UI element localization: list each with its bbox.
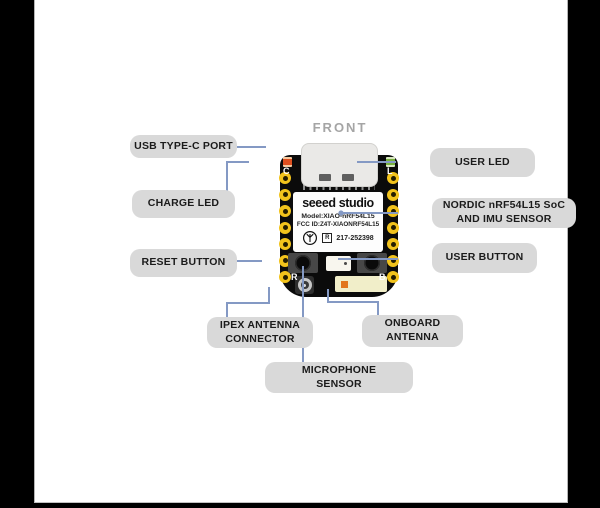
model-number-text: Model:XIAO-nRF54L15 [301,213,375,220]
usb-type-c-connector [301,143,378,187]
callout-ipex-antenna-connector: IPEX ANTENNA CONNECTOR [207,317,313,348]
product-label-sticker: seeed studio Model:XIAO-nRF54L15 FCC ID:… [293,192,383,252]
callout-nordic-soc-imu: NORDIC nRF54L15 SoC AND IMU SENSOR [432,198,576,228]
user-button-component [357,253,387,273]
ipex-ring [297,278,312,292]
reset-button-component [288,253,318,273]
page-background: FRONT C L [34,0,576,503]
usb-mount-tab [342,174,354,181]
castellated-pad [387,271,399,283]
fcc-id-text: FCC ID:Z4T-XIAONRF54L15 [296,221,380,228]
castellated-pad [387,188,399,201]
callout-user-led: USER LED [430,148,535,177]
castellated-pad [387,254,399,267]
castellated-pad [279,188,291,201]
callout-onboard-antenna: ONBOARD ANTENNA [362,315,463,347]
seeed-studio-logo: seeed studio [302,196,374,210]
user-button-pin-label: B [379,272,386,282]
callout-reset-button: RESET BUTTON [130,249,237,277]
castellated-pad [279,205,291,217]
cert-number-text: 217-252398 [336,234,374,242]
charge-led-indicator [283,157,292,167]
castellated-pad [387,238,399,250]
callout-microphone-sensor: MICROPHONE SENSOR [265,362,413,393]
onboard-antenna-component [335,276,387,292]
callout-user-button: USER BUTTON [432,243,537,273]
castellated-pad [387,172,399,184]
ipex-connector-component [295,276,314,294]
xiao-board: C L seeed studio Model:XIAO-nRF54L15 FCC… [279,143,399,297]
user-led-pin-label: L [387,166,393,176]
callout-charge-led: CHARGE LED [132,190,235,218]
callout-usb-type-c-port: USB TYPE-C PORT [130,135,237,158]
microphone-component [326,256,351,271]
castellated-pad [387,221,399,234]
castellated-pad [279,172,291,184]
castellated-pad [387,205,399,217]
giteki-certification-icon [303,230,318,246]
castellated-pad [279,238,291,250]
usb-mount-tab [319,174,331,181]
front-label: FRONT [312,120,368,135]
castellated-pad [279,221,291,234]
charge-led-pin-label: C [283,166,290,176]
castellated-pad [279,271,291,283]
reset-button-pin-label: R [291,272,298,282]
r-mark-icon: R [322,233,333,243]
